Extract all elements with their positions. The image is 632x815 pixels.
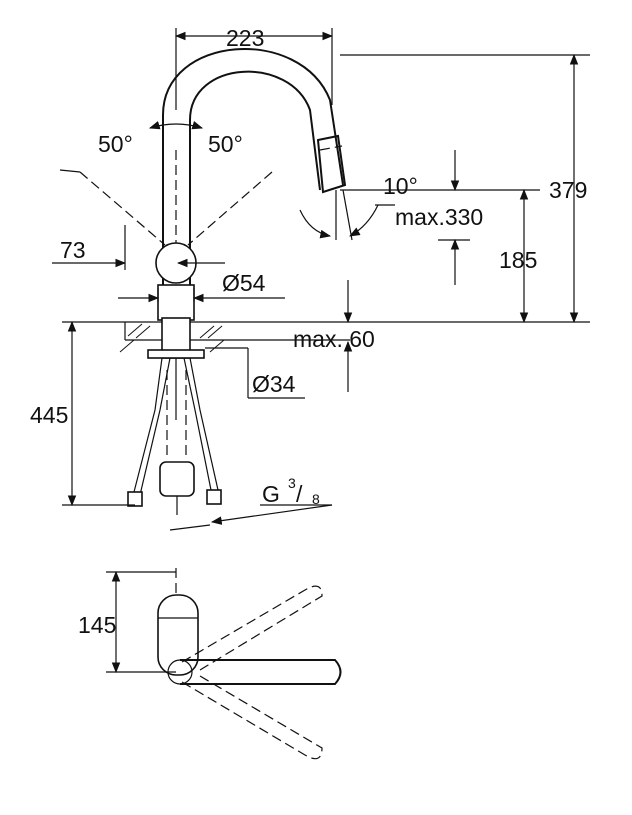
- label-thread-den: 8: [312, 491, 320, 507]
- label-50-left: 50°: [98, 131, 133, 157]
- swivel-arc: [148, 121, 204, 130]
- swivel-left-line: [79, 171, 166, 246]
- fitting-right: [206, 489, 222, 505]
- label-445: 445: [30, 402, 68, 428]
- label-max60: max. 60: [293, 326, 375, 352]
- top-view-body: [157, 594, 199, 676]
- label-thread-num: 3: [288, 475, 296, 491]
- label-hole-54: Ø54: [222, 270, 266, 296]
- faucet-base: [157, 284, 195, 321]
- hoses: [127, 357, 222, 515]
- spout-inner: [189, 70, 321, 300]
- dimension-labels: 223 379 185 max.330 10° 50° 50° 73 Ø54 m…: [30, 25, 587, 638]
- swivel-right-line: [187, 171, 273, 246]
- hose-weight: [159, 461, 195, 497]
- fitting-left: [127, 491, 143, 507]
- label-thread-g: G: [262, 481, 280, 507]
- label-185: 185: [499, 247, 537, 273]
- mounting-nut: [147, 349, 205, 359]
- label-max330: max.330: [395, 204, 483, 230]
- spout-outer: [162, 48, 344, 300]
- hose-right: [183, 357, 213, 496]
- faucet-top-view: [106, 568, 342, 760]
- spray-head-line: [319, 145, 343, 151]
- label-145: 145: [78, 612, 116, 638]
- counter-deck: [62, 317, 590, 359]
- top-view-spout-up: [181, 585, 323, 671]
- label-73: 73: [60, 237, 86, 263]
- spray-head: [316, 134, 347, 194]
- top-view-spout-down: [181, 675, 323, 760]
- top-view-spout: [180, 659, 342, 685]
- dimension-lines: [52, 28, 590, 531]
- label-50-right: 50°: [208, 131, 243, 157]
- label-thread-slash: /: [296, 481, 303, 507]
- label-bore-34: Ø34: [252, 371, 296, 397]
- faucet-side-view: [59, 48, 347, 321]
- label-10-degree: 10°: [383, 173, 418, 199]
- swivel-left-tick: [59, 169, 81, 173]
- label-379: 379: [549, 177, 587, 203]
- label-223: 223: [226, 25, 264, 51]
